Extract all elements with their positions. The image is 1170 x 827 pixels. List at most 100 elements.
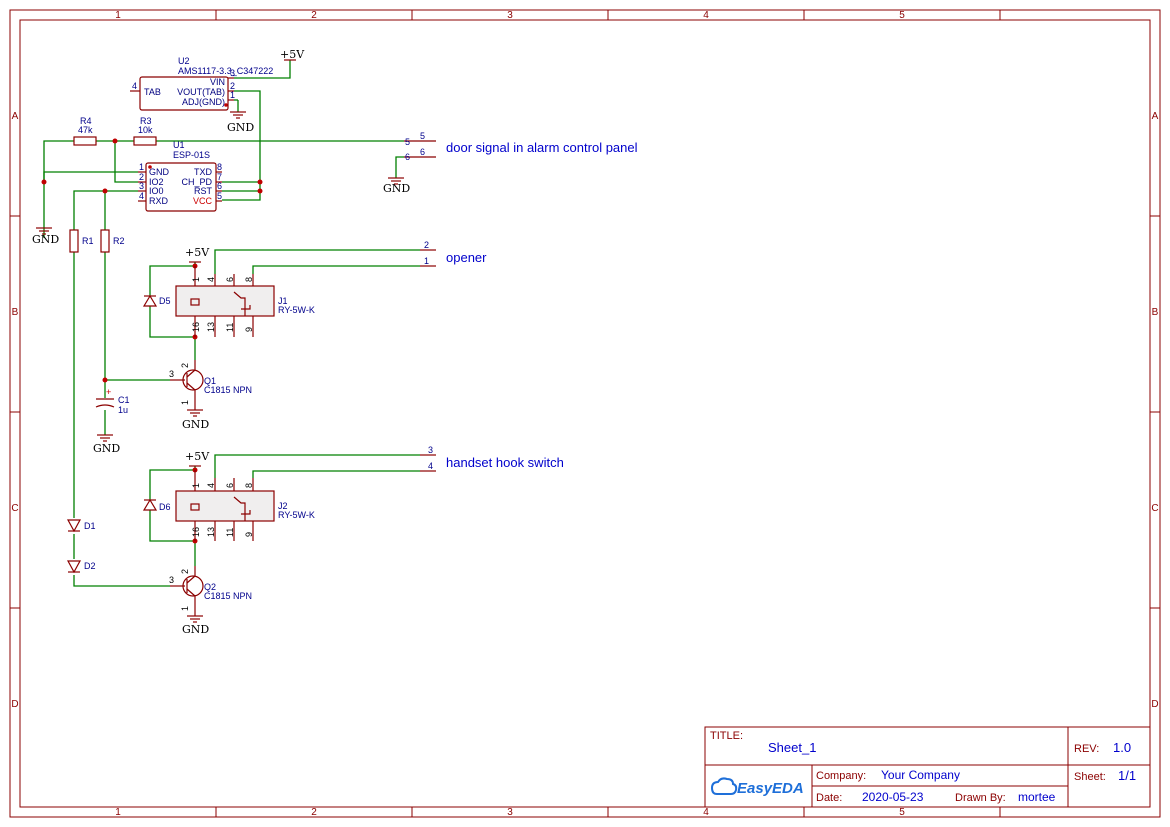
j2-pin-number: 9 bbox=[244, 532, 254, 537]
r2-resistor[interactable]: R2 bbox=[100, 229, 125, 253]
sheet-value: 1/1 bbox=[1118, 768, 1136, 783]
col-label-bottom: 5 bbox=[899, 807, 905, 818]
j1-relay[interactable]: 1 4 6 8 16 13 11 9 J1 RY-5W-K bbox=[175, 266, 315, 337]
u2-pin-number: 2 bbox=[230, 81, 235, 91]
j2-relay[interactable]: 1 4 6 8 16 13 11 9 J2 RY-5W-K bbox=[175, 470, 315, 541]
q2-pin-number: 1 bbox=[180, 606, 190, 611]
r1-resistor[interactable]: R1 bbox=[69, 229, 94, 253]
u2-pin-tab: TAB bbox=[144, 87, 161, 97]
r1-designator: R1 bbox=[82, 236, 94, 246]
handset-pin-number: 4 bbox=[428, 461, 433, 471]
gnd-label: GND bbox=[93, 442, 120, 455]
u2-designator: U2 bbox=[178, 56, 190, 66]
d1-diode[interactable]: D1 bbox=[66, 519, 96, 533]
handset-pin-number: 3 bbox=[428, 445, 433, 455]
row-label-right: A bbox=[1152, 111, 1159, 122]
door-connector[interactable]: 5 6 5 6 door signal in alarm control pan… bbox=[404, 131, 638, 162]
gnd-symbol: GND bbox=[93, 434, 120, 455]
q2-pin-number: 3 bbox=[169, 575, 174, 585]
u1-pin-io2: IO2 bbox=[149, 177, 164, 187]
u1-pin-number: 8 bbox=[217, 162, 222, 172]
handset-connector[interactable]: 3 4 handset hook switch bbox=[420, 445, 564, 472]
wires bbox=[43, 60, 420, 587]
gnd-label: GND bbox=[227, 121, 254, 134]
r4-resistor[interactable]: R4 47k bbox=[73, 116, 97, 146]
c1-polarity: + bbox=[106, 387, 111, 397]
j2-designator: J2 bbox=[278, 501, 288, 511]
u1-pin-rst: RST bbox=[194, 186, 213, 196]
d6-diode[interactable]: D6 bbox=[142, 498, 171, 512]
j2-value: RY-5W-K bbox=[278, 510, 315, 520]
u1-pin-number: 1 bbox=[139, 162, 144, 172]
q2-transistor[interactable]: 3 2 1 Q2 C1815 NPN bbox=[169, 566, 252, 616]
u1-pin-number: 2 bbox=[139, 172, 144, 182]
opener-connector[interactable]: 2 1 opener bbox=[420, 240, 487, 267]
j1-pin-number: 1 bbox=[191, 277, 201, 282]
j2-pin-number: 11 bbox=[225, 528, 235, 537]
q1-pin-number: 3 bbox=[169, 369, 174, 379]
power-symbols: +5V +5V +5V GND GND GND bbox=[32, 48, 410, 636]
company-value: Your Company bbox=[881, 768, 960, 782]
col-label-bottom: 1 bbox=[115, 807, 121, 818]
date-label: Date: bbox=[816, 792, 842, 804]
rev-label: REV: bbox=[1074, 743, 1099, 755]
j2-pin-number: 1 bbox=[191, 483, 201, 488]
j1-value: RY-5W-K bbox=[278, 305, 315, 315]
gnd-label: GND bbox=[182, 623, 209, 636]
r4-value: 47k bbox=[78, 125, 93, 135]
col-label-bottom: 3 bbox=[507, 807, 513, 818]
u2-value: AMS1117-3.3_C347222 bbox=[178, 66, 273, 76]
u2-pin-adj: ADJ(GND) bbox=[182, 97, 225, 107]
row-label-left: D bbox=[11, 699, 18, 710]
q1-transistor[interactable]: 3 2 1 Q1 C1815 NPN bbox=[169, 360, 252, 410]
u1-pin-vcc: VCC bbox=[193, 196, 213, 206]
vcc-label: +5V bbox=[185, 450, 210, 463]
col-label-top: 2 bbox=[311, 10, 317, 21]
opener-net-label: opener bbox=[446, 250, 487, 265]
date-value: 2020-05-23 bbox=[862, 790, 924, 804]
u1-pin-txd: TXD bbox=[194, 167, 213, 177]
j2-pin-number: 8 bbox=[244, 483, 254, 488]
drawn-by-label: Drawn By: bbox=[955, 792, 1006, 804]
col-label-top: 3 bbox=[507, 10, 513, 21]
row-label-left: B bbox=[12, 307, 19, 318]
drawn-by-value: mortee bbox=[1018, 790, 1056, 804]
opener-pin-number: 1 bbox=[424, 256, 429, 266]
j2-pin-number: 6 bbox=[225, 483, 235, 488]
u1-pin-number: 3 bbox=[139, 181, 144, 191]
border-column-labels: 1 2 3 4 5 1 2 3 4 5 bbox=[115, 10, 905, 818]
c1-capacitor[interactable]: + C1 1u bbox=[95, 387, 130, 415]
col-label-bottom: 4 bbox=[703, 807, 709, 818]
door-pin-number: 6 bbox=[405, 152, 410, 162]
d5-diode[interactable]: D5 bbox=[142, 294, 171, 307]
sheet-title: Sheet_1 bbox=[768, 740, 816, 755]
door-pin-number: 5 bbox=[405, 137, 410, 147]
easyeda-logo-text: EasyEDA bbox=[737, 780, 804, 797]
d2-diode[interactable]: D2 bbox=[66, 560, 96, 574]
col-label-top: 1 bbox=[115, 10, 121, 21]
row-label-left: A bbox=[12, 111, 19, 122]
u2-pin-vin: VIN bbox=[210, 77, 225, 87]
j2-pin-number: 16 bbox=[191, 527, 201, 537]
r3-resistor[interactable]: R3 10k bbox=[133, 116, 157, 146]
q2-pin-number: 2 bbox=[180, 569, 190, 574]
title-block: TITLE: Sheet_1 REV: 1.0 EasyEDA Company:… bbox=[704, 726, 1151, 808]
vcc-label: +5V bbox=[185, 246, 210, 259]
d6-designator: D6 bbox=[159, 502, 171, 512]
handset-net-label: handset hook switch bbox=[446, 455, 564, 470]
r4-designator: R4 bbox=[80, 116, 92, 126]
gnd-symbol: GND bbox=[383, 177, 410, 195]
r3-designator: R3 bbox=[140, 116, 152, 126]
u2-regulator[interactable]: U2 AMS1117-3.3_C347222 4 3 2 1 TAB VIN V… bbox=[130, 56, 273, 111]
title-label: TITLE: bbox=[710, 730, 743, 742]
border-row-labels: A B C D A B C D bbox=[11, 111, 1158, 710]
u1-esp01s[interactable]: U1 ESP-01S 1 2 3 4 8 7 6 5 GND IO2 IO0 R… bbox=[138, 140, 222, 212]
j2-pin-number: 13 bbox=[206, 527, 216, 537]
gnd-symbol: GND bbox=[227, 111, 254, 134]
q1-designator: Q1 bbox=[204, 376, 216, 386]
j1-pin-number: 16 bbox=[191, 322, 201, 332]
row-label-right: B bbox=[1152, 307, 1159, 318]
easyeda-logo: EasyEDA bbox=[710, 777, 804, 797]
j2-pin-number: 4 bbox=[206, 483, 216, 488]
gnd-label: GND bbox=[182, 418, 209, 431]
